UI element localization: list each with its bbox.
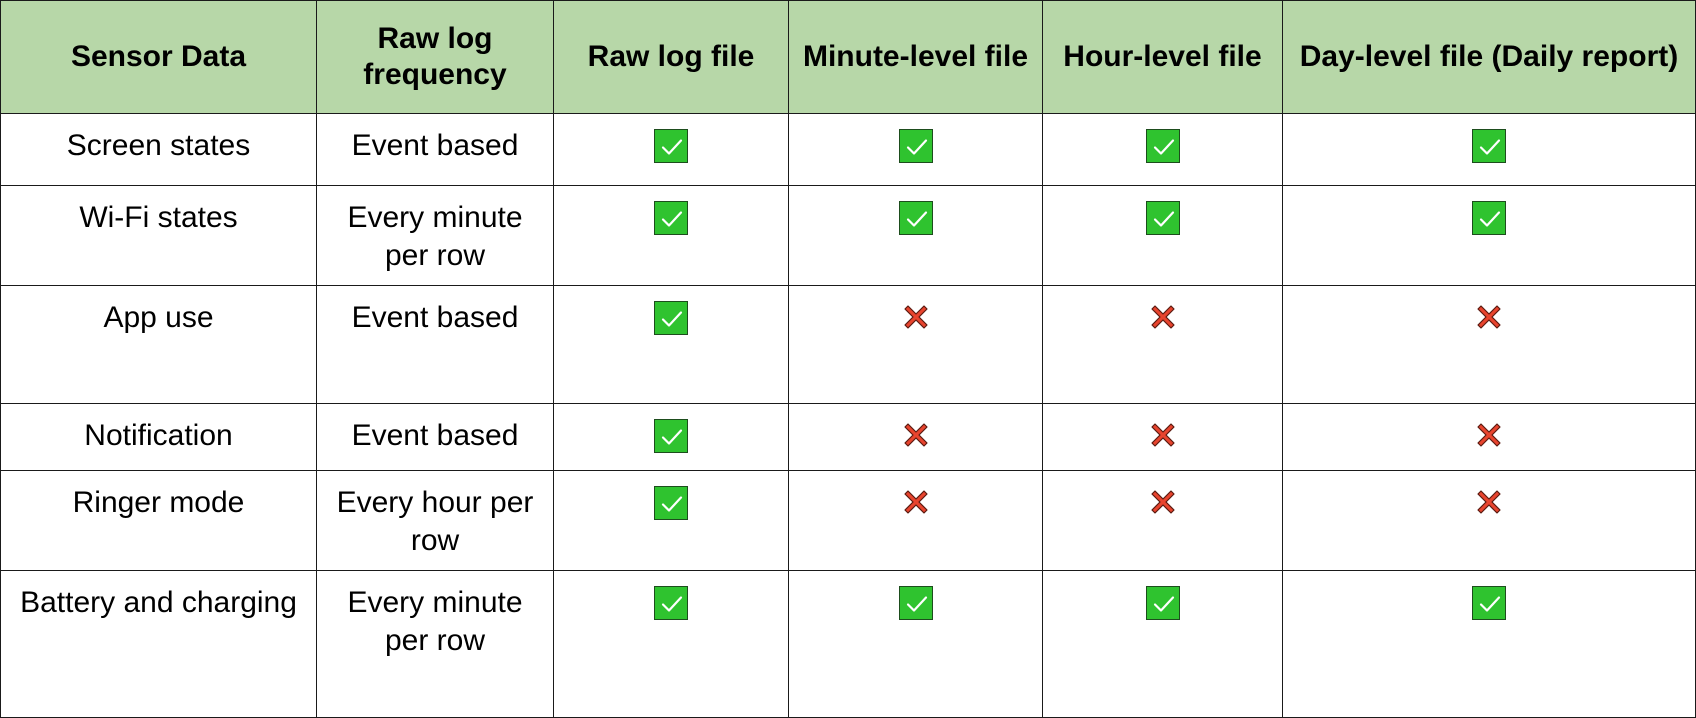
raw-log-status-cell — [553, 285, 789, 404]
hour-level-status-cell — [1042, 185, 1283, 286]
day-level-status-cell — [1282, 185, 1696, 286]
minute-level-status-cell — [788, 185, 1043, 286]
header-raw-log-file: Raw log file — [553, 0, 789, 114]
header-row: Sensor Data Raw log frequency Raw log fi… — [0, 0, 1696, 114]
frequency-cell: Event based — [316, 113, 554, 186]
header-sensor-data: Sensor Data — [0, 0, 317, 114]
day-level-status-cell — [1282, 470, 1696, 571]
cross-mark-icon — [899, 419, 933, 453]
cross-mark-icon — [899, 486, 933, 520]
day-level-status-cell — [1282, 113, 1696, 186]
raw-log-status-cell — [553, 185, 789, 286]
header-raw-log-frequency: Raw log frequency — [316, 0, 554, 114]
hour-level-status-cell — [1042, 470, 1283, 571]
sensor-cell: Wi-Fi states — [0, 185, 317, 286]
day-level-status-cell — [1282, 285, 1696, 404]
check-mark-button-icon — [1145, 129, 1180, 163]
table-row: Wi-Fi states Every minute per row — [0, 185, 1696, 286]
check-mark-button-icon — [1472, 201, 1506, 235]
raw-log-status-cell — [553, 470, 789, 571]
check-mark-button-icon — [898, 586, 933, 620]
check-mark-button-icon — [654, 419, 688, 453]
sensor-cell: Battery and charging — [0, 570, 317, 718]
day-level-status-cell — [1282, 403, 1696, 471]
sensor-cell: Ringer mode — [0, 470, 317, 571]
frequency-cell: Every minute per row — [316, 185, 554, 286]
header-day-level-file: Day-level file (Daily report) — [1282, 0, 1696, 114]
frequency-cell: Every minute per row — [316, 570, 554, 718]
day-level-status-cell — [1282, 570, 1696, 718]
raw-log-status-cell — [553, 570, 789, 718]
cross-mark-icon — [1146, 419, 1180, 453]
raw-log-status-cell — [553, 403, 789, 471]
cross-mark-icon — [1146, 486, 1180, 520]
check-mark-button-icon — [654, 301, 688, 335]
table-row: Screen states Event based — [0, 113, 1696, 186]
table-row: Battery and charging Every minute per ro… — [0, 570, 1696, 718]
check-mark-button-icon — [898, 129, 933, 163]
sensor-cell: Notification — [0, 403, 317, 471]
check-mark-button-icon — [1145, 201, 1180, 235]
hour-level-status-cell — [1042, 113, 1283, 186]
check-mark-button-icon — [654, 486, 688, 520]
check-mark-button-icon — [1472, 586, 1506, 620]
check-mark-button-icon — [654, 129, 688, 163]
table-row: App use Event based — [0, 285, 1696, 404]
cross-mark-icon — [1472, 486, 1506, 520]
frequency-cell: Event based — [316, 403, 554, 471]
hour-level-status-cell — [1042, 285, 1283, 404]
cross-mark-icon — [1472, 419, 1506, 453]
minute-level-status-cell — [788, 113, 1043, 186]
sensor-cell: App use — [0, 285, 317, 404]
minute-level-status-cell — [788, 403, 1043, 471]
sensor-cell: Screen states — [0, 113, 317, 186]
check-mark-button-icon — [1145, 586, 1180, 620]
minute-level-status-cell — [788, 570, 1043, 718]
hour-level-status-cell — [1042, 403, 1283, 471]
table-row: Ringer mode Every hour per row — [0, 470, 1696, 571]
cross-mark-icon — [1472, 301, 1506, 335]
header-minute-level-file: Minute-level file — [788, 0, 1043, 114]
cross-mark-icon — [1146, 301, 1180, 335]
frequency-cell: Event based — [316, 285, 554, 404]
header-hour-level-file: Hour-level file — [1042, 0, 1283, 114]
check-mark-button-icon — [1472, 129, 1506, 163]
hour-level-status-cell — [1042, 570, 1283, 718]
minute-level-status-cell — [788, 470, 1043, 571]
check-mark-button-icon — [898, 201, 933, 235]
cross-mark-icon — [899, 301, 933, 335]
minute-level-status-cell — [788, 285, 1043, 404]
table-row: Notification Event based — [0, 403, 1696, 471]
check-mark-button-icon — [654, 201, 688, 235]
check-mark-button-icon — [654, 586, 688, 620]
frequency-cell: Every hour per row — [316, 470, 554, 571]
raw-log-status-cell — [553, 113, 789, 186]
